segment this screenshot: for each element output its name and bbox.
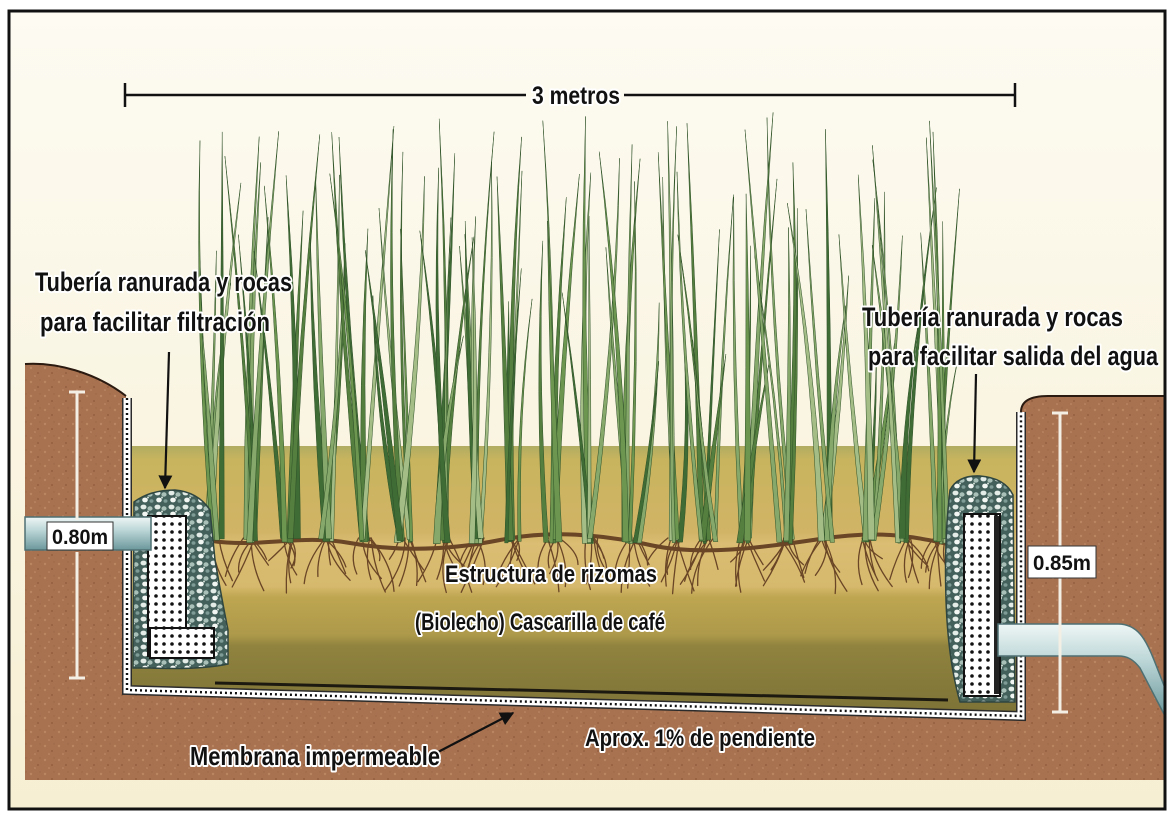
slope-label: Aprox. 1% de pendiente (585, 725, 815, 752)
biobed-layer-label: (Biolecho) Cascarilla de café (415, 609, 665, 636)
membrane-label: Membrana impermeable (190, 741, 440, 771)
rhizome-layer-label: Estructura de rizomas (445, 561, 657, 588)
outlet-depth-label: 0.85m (1033, 552, 1091, 575)
inlet-label-line1: Tubería ranurada y rocas (35, 267, 292, 297)
inlet-perforated-pipe-base (150, 628, 214, 658)
length-label: 3 metros (532, 82, 620, 110)
outlet-filter (946, 476, 1016, 702)
inlet-depth-label: 0.80m (52, 526, 108, 549)
outlet-label-line2: para facilitar salida del agua (868, 341, 1159, 371)
outlet-pipe-core (994, 516, 999, 694)
outlet-label-line1: Tubería ranurada y rocas (862, 302, 1123, 332)
inlet-label-line2: para facilitar filtración (40, 307, 270, 337)
